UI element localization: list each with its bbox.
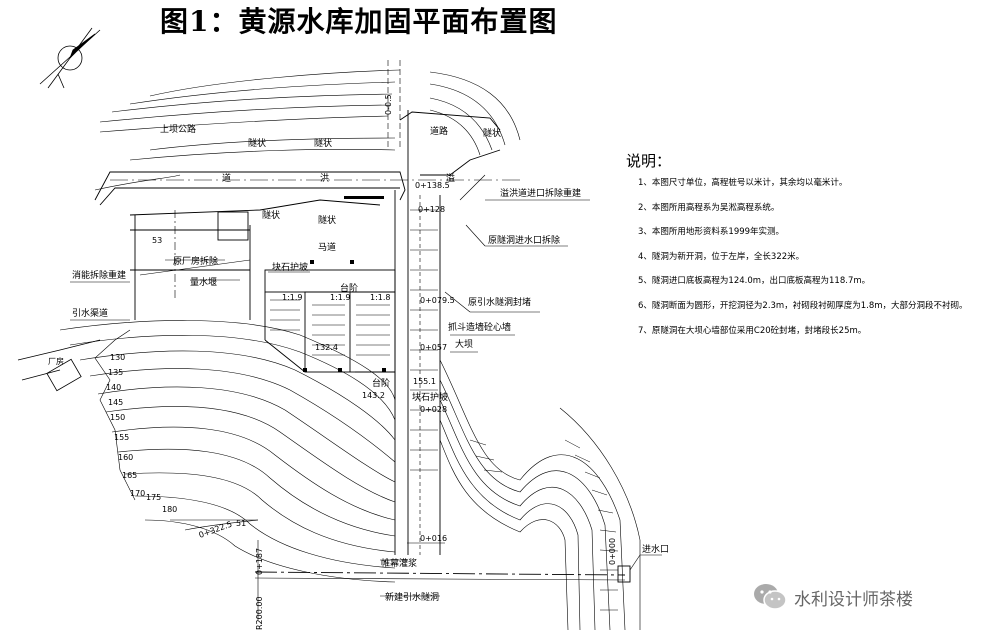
label-chainage-016: 0+016 (420, 534, 447, 543)
label-slope-2: 1:1.9 (330, 293, 351, 302)
notes-panel: 说明： 1、本图尺寸单位，高程桩号以米计，其余均以毫米计。 2、本图所用高程系为… (626, 150, 998, 349)
label-tunnel-5: 隧状 (318, 214, 336, 226)
note-item: 2、本图所用高程系为吴淞高程系统。 (638, 202, 780, 213)
label-stilling: 消能拆除重建 (72, 269, 126, 281)
contour-135: 135 (108, 368, 123, 377)
label-dam: 大坝 (455, 338, 473, 350)
label-spillway-inlet: 溢洪道进口拆除重建 (500, 187, 581, 199)
label-road: 道路 (430, 125, 448, 137)
watermark-text: 水利设计师茶楼 (794, 589, 913, 610)
label-chainage-079: 0+079.5 (420, 296, 455, 305)
left-powerhouse (17, 339, 101, 392)
label-chainage-057: 0+057 (420, 343, 447, 352)
label-powerhouse: 厂房 (48, 356, 64, 366)
label-elev-53: 53 (152, 236, 162, 245)
new-tunnel-axis (170, 519, 631, 620)
label-riprap-top: 块石护坡 (272, 261, 308, 273)
notes-heading: 说明： (626, 152, 672, 170)
note-item: 5、隧洞进口底板高程为124.0m，出口底板高程为118.7m。 (638, 276, 871, 287)
leader-lines (70, 174, 662, 597)
drawing-title: 图1：黄源水库加固平面布置图 (160, 5, 558, 38)
label-berm-1: 台阶 (340, 282, 358, 294)
label-elev-132: 132.4 (315, 343, 338, 352)
label-elev-155: 155.1 (413, 377, 436, 386)
contour-145: 145 (108, 398, 123, 407)
label-chainage-138: 0+138.5 (415, 181, 450, 190)
spillway-channel (94, 111, 520, 206)
label-berm-2: 台阶 (372, 377, 390, 389)
contour-140: 140 (106, 383, 121, 392)
label-spillway-hong: 洪 (320, 172, 329, 184)
label-tunnel-1: 隧状 (248, 137, 266, 149)
label-chainage-000: 0+000 (608, 538, 617, 565)
contour-130: 130 (110, 353, 125, 362)
label-r200: R200.00 (255, 596, 264, 630)
label-chainage-187: 0+187 (255, 548, 264, 575)
label-chainage-51: 51 (236, 519, 246, 528)
note-item: 4、隧洞为新开洞，位于左岸，全长322米。 (638, 251, 805, 262)
contour-180: 180 (162, 505, 177, 514)
label-chainage-322: 0+322.5 (198, 520, 234, 540)
label-tunnel-2: 隧状 (314, 137, 332, 149)
label-spillway-dao: 道 (222, 172, 231, 184)
chainage-ticks (303, 196, 386, 372)
label-horse-path: 马道 (318, 241, 336, 253)
label-top-05: 0-0.5 (384, 94, 393, 115)
note-item: 6、隧洞断面为圆形，开挖洞径为2.3m，衬砌段衬砌厚度为1.8m，大部分洞段不衬… (638, 300, 968, 311)
note-item: 1、本图尺寸单位，高程桩号以米计，其余均以毫米计。 (638, 178, 848, 188)
old-powerhouse (129, 199, 381, 320)
drawing-labels: 上坝公路 隧状 隧状 隧状 隧状 隧状 道路 道 洪 溢 溢洪道进口拆除重建 0… (48, 94, 669, 630)
label-slope-1: 1:1.9 (282, 293, 303, 302)
label-cutoff-wall: 抓斗造墙砼心墙 (448, 321, 511, 333)
label-chainage-028: 0+028 (420, 405, 447, 414)
contour-160: 160 (118, 453, 133, 462)
label-highway: 上坝公路 (160, 123, 196, 135)
slope-hatching (270, 209, 438, 471)
note-item: 7、原隧洞在大坝心墙部位采用C20砼封堵，封堵段长25m。 (638, 325, 867, 336)
label-orig-powerhouse: 原厂房拆除 (173, 255, 218, 267)
wechat-icon (754, 584, 787, 610)
label-elev-143: 143.2 (362, 391, 385, 400)
label-measure-weir: 量水堰 (190, 276, 217, 288)
label-inlet: 进水口 (642, 543, 669, 555)
label-intake-channel: 引水渠道 (72, 307, 108, 319)
label-riprap-bottom: 块石护坡 (412, 391, 448, 403)
reservoir-hatching (469, 439, 619, 611)
north-arrow-icon (39, 27, 101, 89)
contour-155: 155 (114, 433, 129, 442)
lower-contours (59, 320, 396, 583)
upper-contours (94, 69, 521, 191)
label-tunnel-3: 隧状 (483, 127, 501, 139)
contour-175: 175 (146, 493, 161, 502)
label-new-tunnel: 新建引水隧洞 (385, 591, 439, 603)
label-slope-3: 1:1.8 (370, 293, 391, 302)
contour-170: 170 (130, 489, 145, 498)
label-chainage-128: 0+128 (418, 205, 445, 214)
right-contours (439, 359, 641, 631)
label-tunnel-4: 隧状 (262, 209, 280, 221)
contour-150: 150 (110, 413, 125, 422)
label-spillway-yi: 溢 (446, 172, 455, 184)
label-orig-inlet: 原隧洞进水口拆除 (488, 234, 560, 246)
dam-body (264, 110, 441, 555)
watermark: 水利设计师茶楼 (752, 580, 913, 614)
label-plug: 原引水隧洞封堵 (468, 296, 531, 308)
contour-165: 165 (122, 471, 137, 480)
label-curtain-grout: 帷幕灌浆 (381, 557, 417, 569)
road-top (387, 60, 401, 150)
note-item: 3、本图所用地形资料系1999年实测。 (638, 227, 785, 238)
